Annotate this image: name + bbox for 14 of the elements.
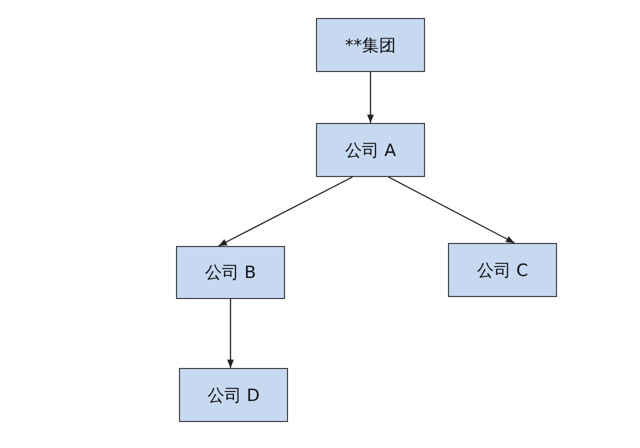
- box-label: **集团: [345, 34, 396, 56]
- arrow: [218, 176, 353, 247]
- org-box: [316, 18, 425, 72]
- arrow: [388, 176, 515, 244]
- box-label: 公司 A: [344, 140, 396, 162]
- org-box: [316, 123, 425, 177]
- box-label: 公司 B: [204, 262, 256, 284]
- box-label: 公司 D: [207, 384, 260, 406]
- arrow: [367, 72, 374, 123]
- org-box: [176, 246, 285, 299]
- org-box: [179, 368, 288, 422]
- box-label: 公司 C: [476, 260, 528, 282]
- arrow: [227, 299, 234, 368]
- org-box: [448, 243, 557, 297]
